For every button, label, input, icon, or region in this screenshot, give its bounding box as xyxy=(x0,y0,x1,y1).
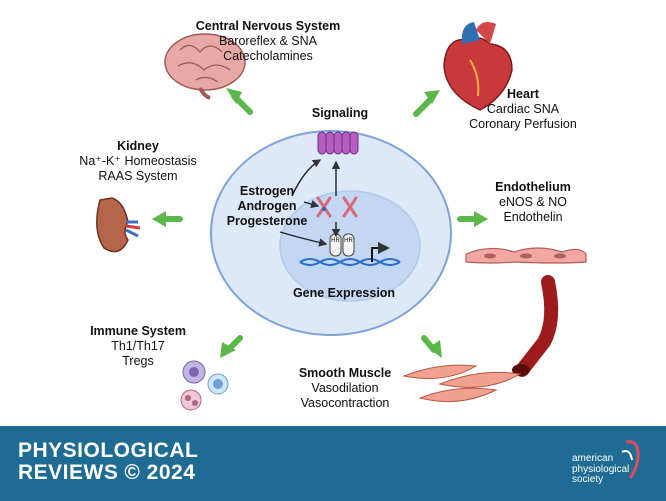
smooth-line-1: Vasodilation xyxy=(311,381,379,395)
kidney-icon xyxy=(96,197,141,253)
aps-word-3: society xyxy=(572,474,604,485)
hormone-androgen: Androgen xyxy=(237,199,297,213)
aps-logo: american physiological society xyxy=(572,438,652,490)
dna-icon xyxy=(299,242,401,266)
diagram-art xyxy=(96,22,587,411)
endothelial-cells-icon xyxy=(465,247,587,264)
chromosome-icon xyxy=(316,196,358,218)
blood-vessel-icon xyxy=(512,275,559,377)
cns-title: Central Nervous System xyxy=(195,19,341,33)
immune-title: Immune System xyxy=(90,324,186,338)
hormone-receptor-icon xyxy=(329,233,355,257)
membrane-receptor-icon xyxy=(317,131,359,155)
endothelium-title: Endothelium xyxy=(495,180,571,194)
cns-line-2: Catecholamines xyxy=(223,49,313,63)
brain-icon xyxy=(164,33,246,100)
label-heart: Heart Cardiac SNA Coronary Perfusion xyxy=(458,87,588,132)
heart-title: Heart xyxy=(507,87,539,101)
journal-brand: PHYSIOLOGICAL REVIEWS© 2024 xyxy=(18,440,198,484)
endothelium-line-1: eNOS & NO xyxy=(498,195,568,209)
immune-line-1: Th1/Th17 xyxy=(111,339,165,353)
kidney-line-1: Na⁺-K⁺ Homeostasis xyxy=(79,154,197,168)
label-kidney: Kidney Na⁺-K⁺ Homeostasis RAAS System xyxy=(68,139,208,184)
label-smooth-muscle: Smooth Muscle Vasodilation Vasocontracti… xyxy=(290,366,400,411)
journal-name-line-1: PHYSIOLOGICAL xyxy=(18,439,199,462)
gene-expression-label: Gene Expression xyxy=(292,286,396,300)
smooth-line-2: Vasocontraction xyxy=(300,396,390,410)
label-cns: Central Nervous System Baroreflex & SNA … xyxy=(188,19,348,64)
hormone-estrogen: Estrogen xyxy=(239,184,295,198)
immune-line-2: Tregs xyxy=(122,354,154,368)
hormones-list: Estrogen Androgen Progesterone xyxy=(222,184,312,229)
figure-panel: Central Nervous System Baroreflex & SNA … xyxy=(68,19,588,411)
heart-line-2: Coronary Perfusion xyxy=(469,117,577,131)
signaling-label: Signaling xyxy=(311,106,369,120)
aps-word-1: american xyxy=(572,453,614,464)
aps-text: american physiological society xyxy=(572,453,630,486)
journal-name-line-2-row: REVIEWS© 2024 xyxy=(18,462,198,484)
smooth-muscle-icon xyxy=(402,364,522,403)
cns-line-1: Baroreflex & SNA xyxy=(219,34,317,48)
signal-arrows xyxy=(279,159,341,247)
kidney-title: Kidney xyxy=(117,139,159,153)
receptor-label-2: HR xyxy=(344,238,353,244)
kidney-line-2: RAAS System xyxy=(98,169,178,183)
cell xyxy=(210,130,452,336)
green-arrows xyxy=(152,88,488,358)
immune-cells-icon xyxy=(180,360,229,411)
label-immune: Immune System Th1/Th17 Tregs xyxy=(78,324,198,369)
copyright-year: © 2024 xyxy=(124,461,196,484)
heart-line-1: Cardiac SNA xyxy=(486,102,560,116)
journal-name-line-2: REVIEWS xyxy=(18,461,119,484)
endothelium-line-2: Endothelin xyxy=(503,210,563,224)
footer-bar: PHYSIOLOGICAL REVIEWS© 2024 american phy… xyxy=(0,426,666,501)
heart-icon xyxy=(443,22,513,111)
aps-logo-icon xyxy=(621,440,640,479)
receptor-label-1: HR xyxy=(331,238,340,244)
smooth-title: Smooth Muscle xyxy=(298,366,392,380)
label-endothelium: Endothelium eNOS & NO Endothelin xyxy=(478,180,588,225)
aps-word-2: physiological xyxy=(572,463,630,475)
hormone-progesterone: Progesterone xyxy=(226,214,308,228)
